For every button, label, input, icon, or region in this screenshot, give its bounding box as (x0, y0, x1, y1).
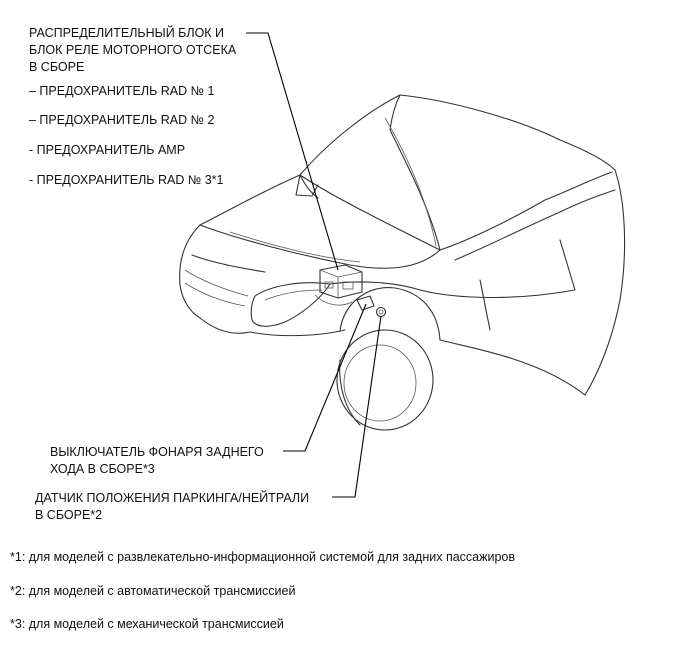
relay-block-label-line3: В СБОРЕ (29, 60, 85, 74)
footnote-2: *2: для моделей с автоматической трансми… (10, 584, 296, 598)
leader-relay-block (246, 32, 339, 271)
park-neutral-sensor-label-line1: ДАТЧИК ПОЛОЖЕНИЯ ПАРКИНГА/НЕЙТРАЛИ (35, 491, 310, 505)
relay-block-label-line2: БЛОК РЕЛЕ МОТОРНОГО ОТСЕКА (29, 43, 237, 57)
engine-components (314, 264, 387, 318)
leader-lines (246, 32, 382, 498)
car-outline (179, 94, 626, 431)
footnote-3: *3: для моделей с механической трансмисс… (10, 617, 284, 631)
leader-backup-switch (283, 303, 367, 452)
fuse-rad3-label: - ПРЕДОХРАНИТЕЛЬ RAD № 3*1 (29, 173, 224, 187)
footnote-1: *1: для моделей с развлекательно-информа… (10, 550, 515, 564)
relay-block-label-line1: РАСПРЕДЕЛИТЕЛЬНЫЙ БЛОК И (29, 26, 225, 40)
backup-switch-label-line1: ВЫКЛЮЧАТЕЛЬ ФОНАРЯ ЗАДНЕГО (50, 445, 264, 459)
backup-switch-label-line2: ХОДА В СБОРЕ*3 (50, 462, 155, 476)
fuse-amp-label: - ПРЕДОХРАНИТЕЛЬ AMP (29, 143, 186, 157)
leader-park-neutral-sensor (332, 315, 382, 498)
park-neutral-sensor-label-line2: В СБОРЕ*2 (35, 508, 103, 522)
fuse-rad2-label: – ПРЕДОХРАНИТЕЛЬ RAD № 2 (29, 113, 215, 127)
fuse-rad1-label: – ПРЕДОХРАНИТЕЛЬ RAD № 1 (29, 84, 215, 98)
